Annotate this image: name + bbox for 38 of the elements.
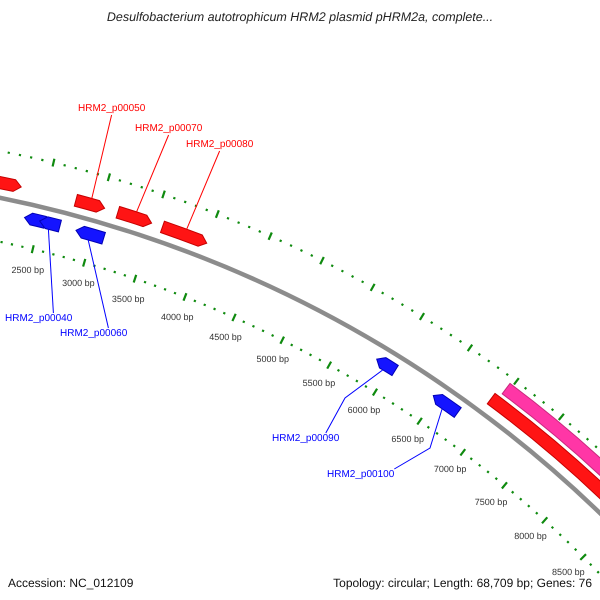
gene-feature-block [74, 194, 106, 213]
footer-text: Accession: NC_012109 [8, 576, 134, 590]
leader-line [48, 228, 54, 314]
scale-label: 3000 bp [62, 278, 95, 288]
leader-line [91, 114, 112, 199]
gene-label: HRM2_p00050 [78, 103, 146, 115]
scale-label: 2500 bp [12, 264, 44, 275]
scale-label: 4000 bp [161, 312, 194, 322]
scale-label: 4500 bp [209, 332, 242, 342]
gene-label: HRM2_p00040 [5, 313, 72, 325]
footer-text: Topology: circular; Length: 68,709 bp; Genes: 76 [333, 576, 592, 590]
title: Desulfobacterium autotrophicum HRM2 plasmid pHRM2a, complete... [106, 10, 494, 24]
gene-feature-block [376, 357, 399, 376]
scale-label: 6000 bp [348, 404, 380, 415]
gene-label: HRM2_p00100 [327, 469, 394, 481]
leader-line [136, 134, 170, 212]
gene-feature-block [116, 206, 152, 228]
gene-feature-block [160, 220, 208, 247]
scale-label: 8000 bp [514, 530, 547, 541]
leader-line [394, 408, 443, 470]
gene-feature-block [39, 216, 62, 232]
gene-label: HRM2_p00080 [186, 139, 254, 151]
scale-label: 7000 bp [434, 464, 466, 474]
leader-line [88, 240, 109, 328]
gene-label: HRM2_p00070 [135, 123, 202, 135]
scale-label: 7500 bp [474, 496, 508, 507]
gene-feature-block [0, 175, 22, 192]
scale-label: 5000 bp [256, 354, 290, 364]
scale-label: 3500 bp [112, 294, 144, 304]
gene-label: HRM2_p00090 [272, 433, 340, 445]
scale-label: 6500 bp [391, 434, 424, 444]
scale-label: 8500 bp [552, 566, 585, 577]
leader-line [186, 150, 220, 230]
gene-label: HRM2_p00060 [60, 328, 128, 340]
scale-label: 5500 bp [302, 378, 336, 388]
gene-feature-block [432, 394, 462, 418]
leader-line [325, 369, 384, 434]
gene-feature-block [76, 226, 106, 244]
